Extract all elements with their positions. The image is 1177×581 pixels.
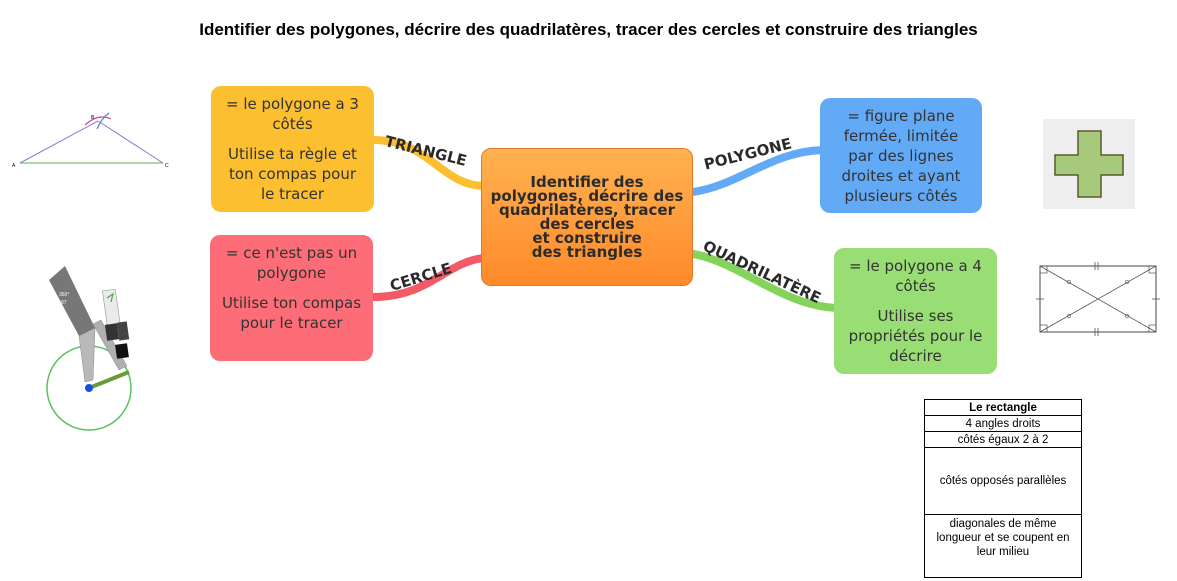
vertex-label-c: C <box>165 163 169 169</box>
cross-polygon-image <box>1043 119 1135 209</box>
rectangle-diagonals-image <box>1036 262 1160 336</box>
connector-polygone <box>689 146 826 196</box>
node-cercle[interactable]: = ce n'est pas un polygone Utilise ton c… <box>210 235 373 361</box>
node-quadrilatere-definition: = le polygone a 4 côtés <box>849 257 982 295</box>
node-triangle[interactable]: = le polygone a 3 côtés Utilise ta règle… <box>211 86 374 212</box>
compass-scale-text-1: 360° <box>59 292 69 298</box>
node-polygone[interactable]: = figure plane fermée, limitée par des l… <box>820 98 982 213</box>
vertex-label-a: A <box>12 163 16 169</box>
table-row: diagonales de même longueur et se coupen… <box>924 514 1082 578</box>
vertex-label-b: B <box>91 115 95 121</box>
node-triangle-definition: = le polygone a 3 côtés <box>226 95 359 133</box>
node-quadrilatere-instruction: Utilise ses propriétés pour le décrire <box>848 307 983 365</box>
table-row: côtés égaux 2 à 2 <box>924 431 1082 448</box>
node-quadrilatere[interactable]: = le polygone a 4 côtés Utilise ses prop… <box>834 248 997 374</box>
table-row: côtés opposés parallèles <box>924 447 1082 515</box>
table-header: Le rectangle <box>924 399 1082 416</box>
rectangle-properties-table: Le rectangle 4 angles droits côtés égaux… <box>924 399 1082 578</box>
table-row: 4 angles droits <box>924 415 1082 432</box>
connector-quadrilatere <box>689 250 840 312</box>
compass-scale-text-2: 87 <box>61 300 67 306</box>
node-polygone-definition: = figure plane fermée, limitée par des l… <box>841 107 961 205</box>
page-title: Identifier des polygones, décrire des qu… <box>199 20 978 39</box>
connector-cercle <box>369 254 488 301</box>
compass-image: 360° 87 <box>46 266 132 431</box>
triangle-construction-image: A B C <box>12 112 169 169</box>
node-cercle-instruction: Utilise ton compas pour le tracer <box>221 294 362 332</box>
central-topic[interactable]: Identifier des polygones, décrire des qu… <box>481 148 693 286</box>
connector-triangle <box>369 136 488 190</box>
node-triangle-instruction: Utilise ta règle et ton compas pour le t… <box>228 145 357 203</box>
node-cercle-definition: = ce n'est pas un polygone <box>225 244 358 282</box>
